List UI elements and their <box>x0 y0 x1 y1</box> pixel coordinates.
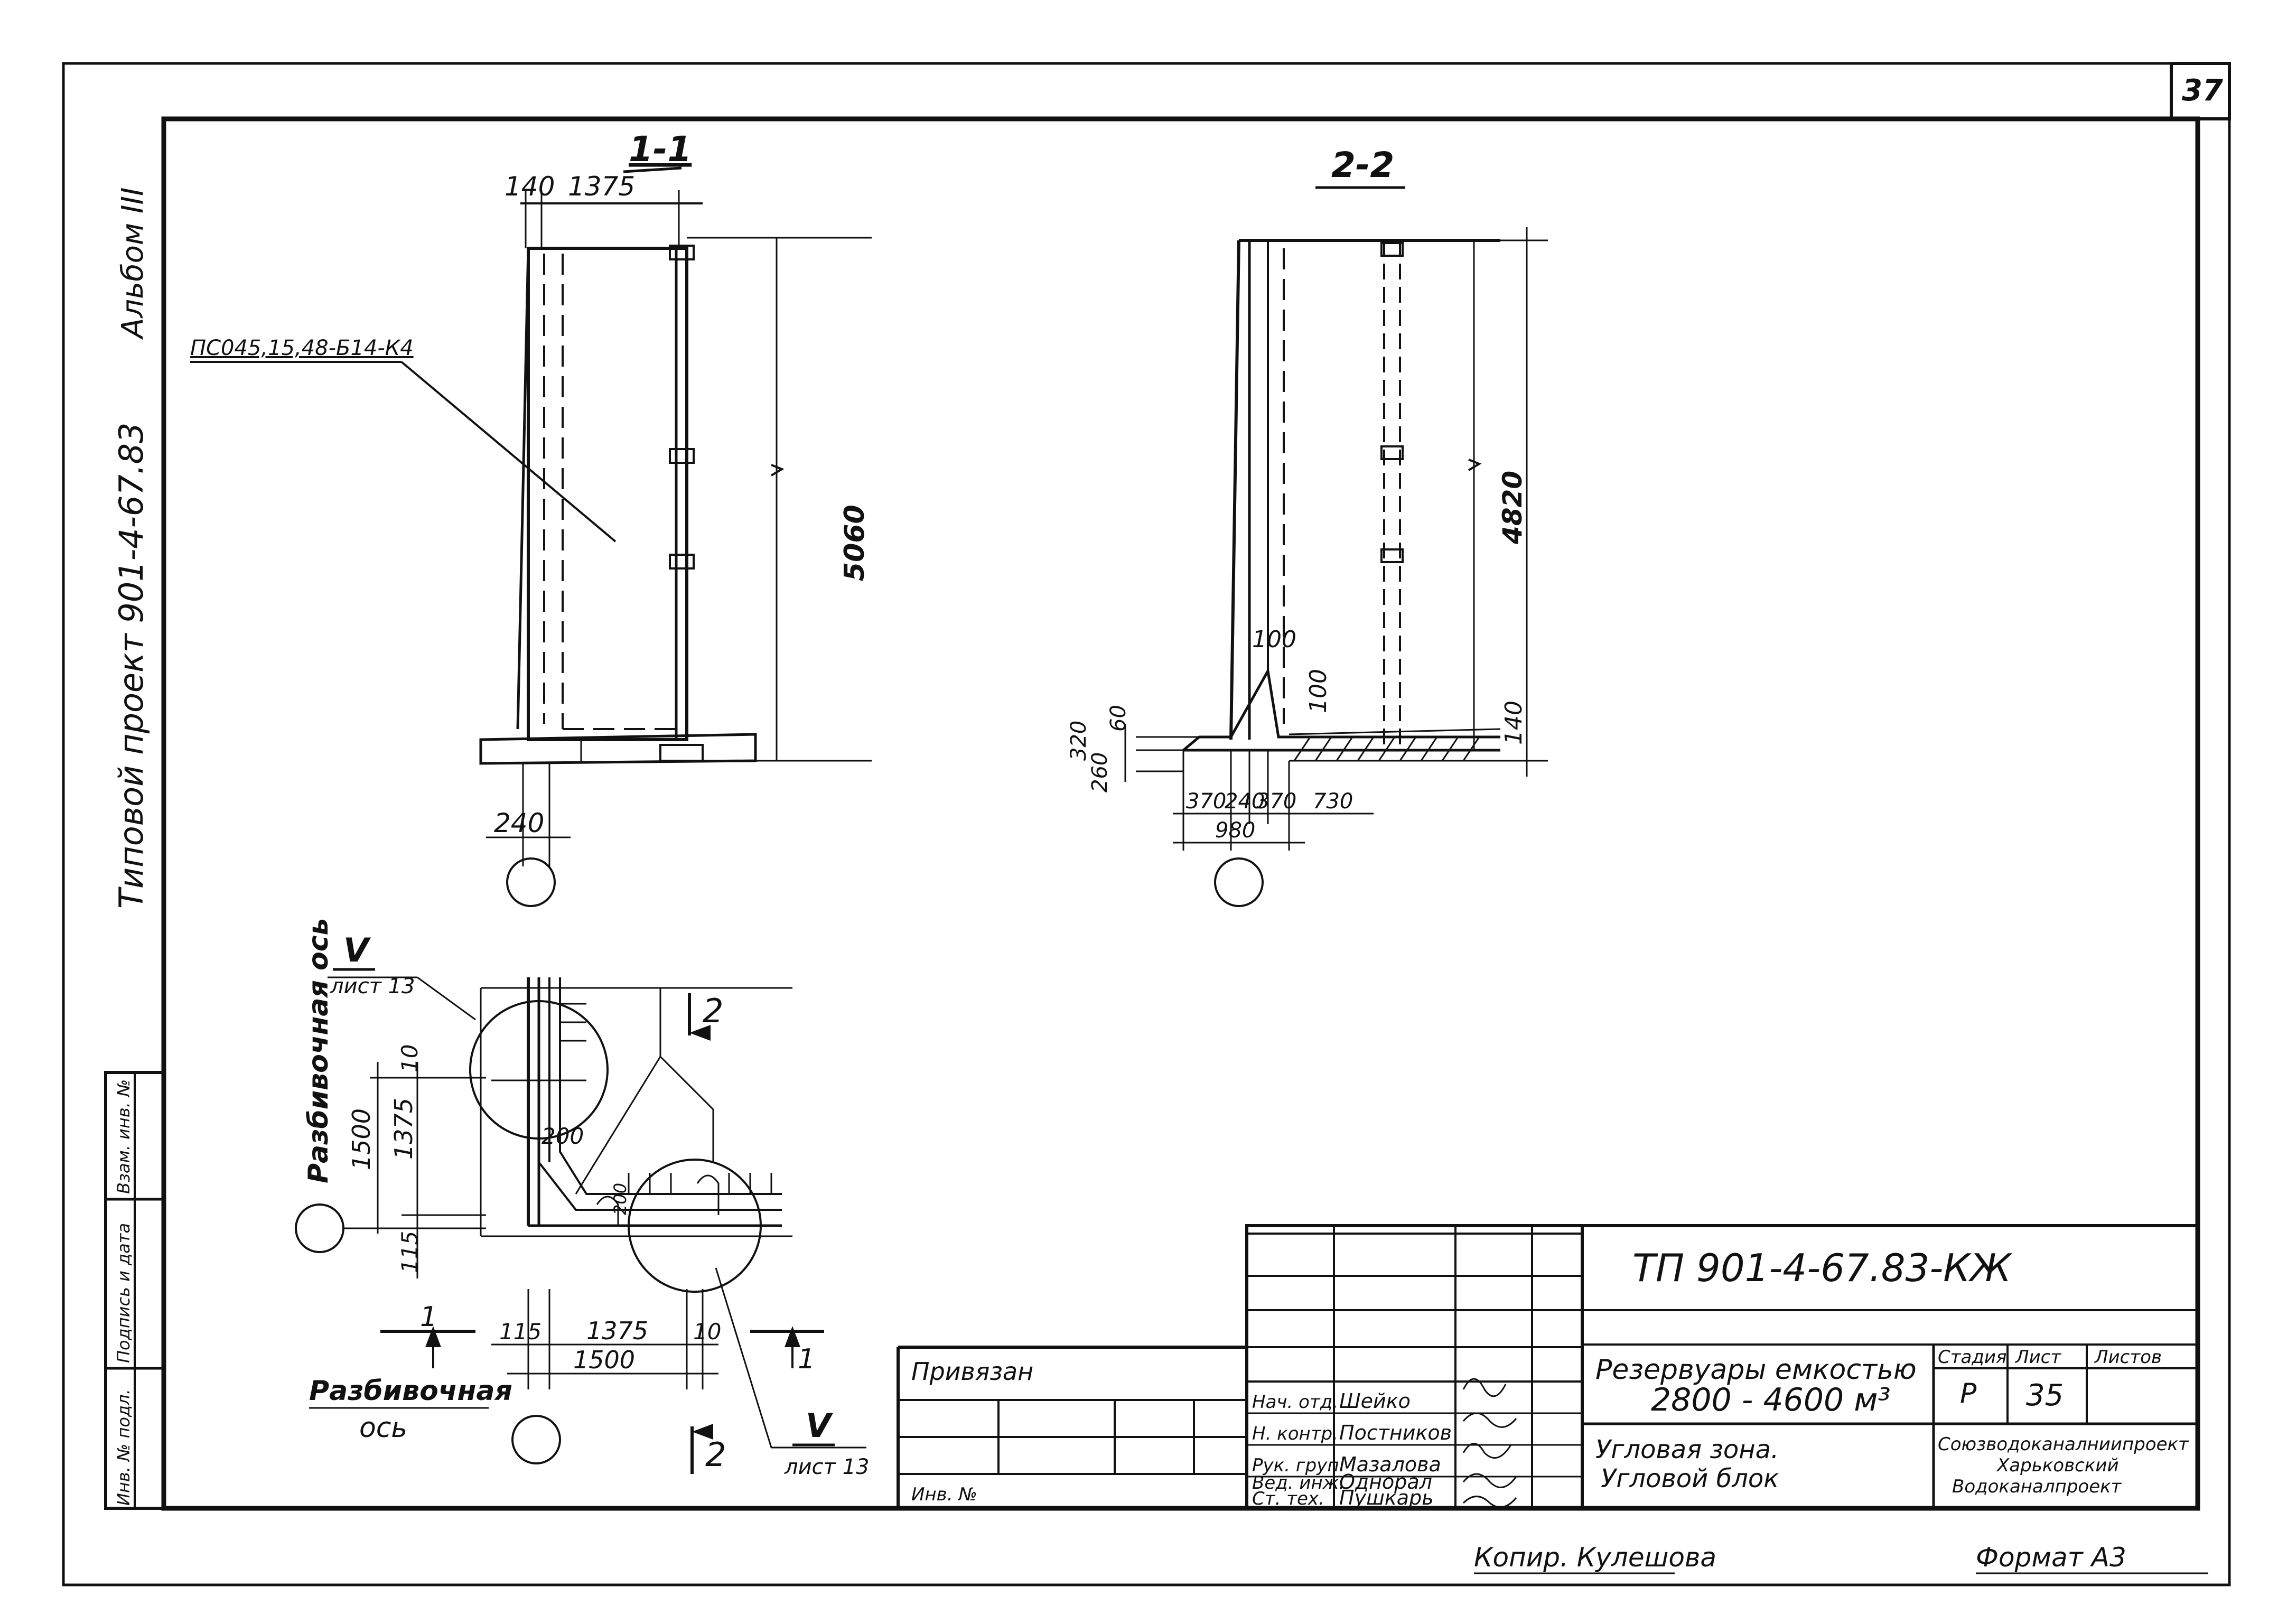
plan-axis-label-vertical: Разбивочная ось <box>303 918 334 1183</box>
tb-org-line1: Союзводоканалниипроект <box>1938 1434 2189 1455</box>
tb-org-line2: Харьковский <box>1996 1455 2119 1476</box>
project-label: Типовой проект 901-4-67.83 <box>112 423 151 909</box>
tb-sheets-label: Листов <box>2094 1347 2162 1368</box>
s11-axis-bubble <box>506 857 556 907</box>
format-label: Формат А3 <box>1976 1542 2126 1573</box>
tb-code: ТП 901-4-67.83-КЖ <box>1632 1246 2013 1290</box>
tb-name-5: Пушкарь <box>1339 1486 1434 1509</box>
section-1-1: 1-1 140 1375 5060 240 <box>190 129 872 907</box>
s11-dim-240: 240 <box>494 808 544 838</box>
s22-dim-370-b: 370 <box>1256 789 1296 814</box>
plan-dim-115-h: 115 <box>499 1319 542 1345</box>
plan-dim-1375-v: 1375 <box>389 1098 418 1160</box>
plan-cut-2-top: 2 <box>703 992 723 1030</box>
s22-dim-100-a: 100 <box>1252 626 1296 653</box>
tb-role-2: Н. контр. <box>1252 1423 1338 1444</box>
s22-dim-240: 240 <box>1225 789 1265 814</box>
tb-name-3: Мазалова <box>1339 1453 1441 1476</box>
tb-inv-no: Инв. № <box>911 1484 977 1505</box>
plan-cut-1-left: 1 <box>420 1301 437 1333</box>
s22-dim-730: 730 <box>1313 789 1353 814</box>
s22-dim-140: 140 <box>1500 701 1527 745</box>
plan-detail-circle-top <box>469 1000 609 1140</box>
plan-dim-10-h: 10 <box>693 1319 721 1345</box>
plan-dim-115-v: 115 <box>397 1231 423 1273</box>
plan-dim-1375-h: 1375 <box>586 1317 648 1345</box>
s22-axis-bubble <box>1214 857 1264 907</box>
page-number: 37 <box>2182 73 2223 108</box>
s22-dim-320: 320 <box>1067 721 1091 761</box>
outer-frame <box>62 62 2231 1586</box>
tb-role-5: Ст. тех. <box>1252 1488 1324 1509</box>
tb-role-4: Вед. инж. <box>1252 1472 1345 1494</box>
tb-title-line2: 2800 - 4600 м³ <box>1651 1382 1891 1418</box>
s11-dim-140: 140 <box>505 171 555 202</box>
s22-dim-100-b: 100 <box>1305 669 1332 713</box>
plan-axis-label-line1: Разбивочная <box>309 1375 512 1407</box>
s11-dim-1375: 1375 <box>568 171 635 202</box>
tb-org-line3: Водоканалпроект <box>1952 1476 2122 1497</box>
plan-callout-v-top: V <box>343 931 371 969</box>
plan-cut-1-right: 1 <box>798 1343 815 1375</box>
s22-dim-4820: 4820 <box>1497 471 1528 545</box>
plan-cut-2-bottom: 2 <box>705 1435 726 1474</box>
tb-sheet-value: 35 <box>2026 1378 2064 1413</box>
tb-stage-label: Стадия <box>1938 1347 2006 1368</box>
plan-dim-1500-v: 1500 <box>347 1108 376 1170</box>
s11-dim-5060: 5060 <box>839 505 871 581</box>
title-block: Привязан Инв. № Нач. отд. Шейко Н. контр… <box>897 1224 2199 1510</box>
plan-callout-v-bottom: V <box>806 1406 834 1445</box>
plan-detail-circle-bottom <box>628 1159 762 1293</box>
s22-dim-60: 60 <box>1106 705 1131 732</box>
tb-subtitle-line1: Угловая зона. <box>1595 1435 1779 1464</box>
tb-title-line1: Резервуары емкостью <box>1595 1354 1917 1386</box>
side-stamp-sign: Подпись и дата <box>114 1223 134 1363</box>
tb-sheet-label: Лист <box>2014 1347 2061 1368</box>
s22-dim-260: 260 <box>1088 752 1112 792</box>
s11-panel-mark: ПС045,15,48-Б14-К4 <box>190 336 414 360</box>
section-2-2: 2-2 <box>1067 145 1548 907</box>
plan-callout-sheet-top: лист 13 <box>330 974 415 998</box>
plan-callout-sheet-bottom: лист 13 <box>784 1455 869 1479</box>
plan-dim-200: 200 <box>542 1123 584 1149</box>
plan-dim-1500-h: 1500 <box>573 1346 635 1374</box>
section-1-1-title: 1-1 <box>629 129 692 170</box>
tb-name-2: Постников <box>1339 1421 1452 1444</box>
tb-role-3: Рук. груп. <box>1252 1455 1345 1476</box>
tb-role-1: Нач. отд. <box>1252 1392 1338 1413</box>
album-label: Альбом III <box>116 188 150 340</box>
side-stamp-inv: Инв. № подл. <box>114 1389 134 1506</box>
section-2-2-title: 2-2 <box>1331 145 1394 185</box>
s22-dim-980: 980 <box>1215 818 1255 843</box>
tb-privyazan: Привязан <box>911 1357 1033 1386</box>
copied-by: Копир. Кулешова <box>1474 1542 1716 1573</box>
plan-axis-bubble-bottom <box>511 1415 561 1464</box>
plan-view: V лист 13 <box>295 918 869 1479</box>
tb-stage-value: Р <box>1960 1378 1977 1410</box>
plan-dim-10-v: 10 <box>397 1044 423 1072</box>
plan-dim-200-b: 200 <box>610 1183 630 1215</box>
tb-name-4: Однорал <box>1339 1470 1432 1494</box>
s22-dim-370-a: 370 <box>1186 789 1226 814</box>
tb-name-1: Шейко <box>1339 1389 1411 1413</box>
side-stamp-replace: Взам. инв. № <box>114 1079 134 1194</box>
tb-subtitle-line2: Угловой блок <box>1601 1464 1779 1494</box>
plan-axis-label-line2: ось <box>359 1412 407 1444</box>
page-number-box <box>2170 62 2231 120</box>
plan-axis-bubble-left <box>295 1203 344 1253</box>
